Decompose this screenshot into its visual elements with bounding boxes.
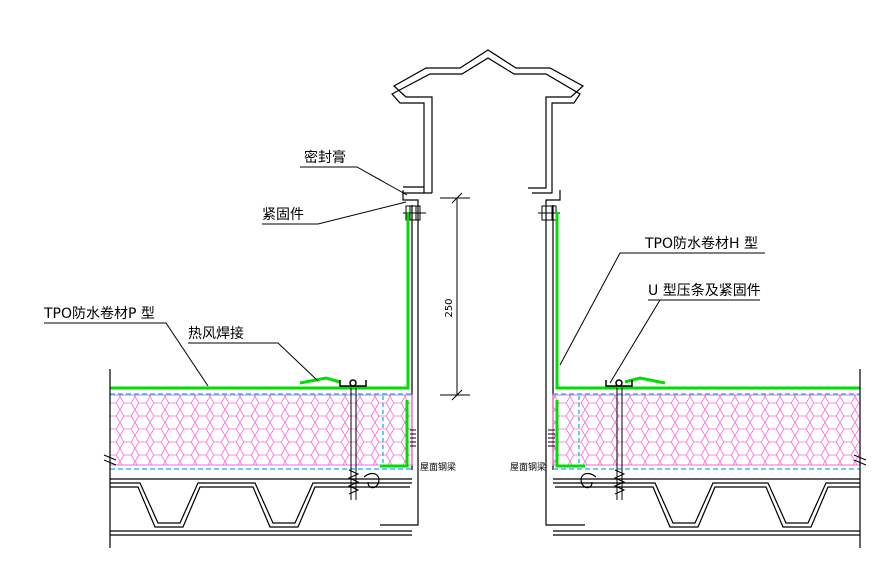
left-upstand — [380, 190, 419, 526]
left-membrane — [110, 212, 410, 468]
dimension-250 — [440, 192, 470, 401]
label-steel-beam-right: 屋面钢梁 — [510, 461, 546, 473]
edge-hatching — [410, 429, 555, 447]
label-u-strip: U 型压条及紧固件 — [648, 282, 761, 299]
right-membrane — [555, 212, 860, 468]
right-insulation — [552, 394, 861, 466]
label-hot-air-weld: 热风焊接 — [188, 325, 244, 342]
vapor-layer — [110, 393, 860, 470]
label-tpo-h: TPO防水卷材H 型 — [644, 236, 758, 252]
right-upstand — [545, 190, 585, 526]
dimension-text: 250 — [444, 298, 455, 317]
roof-decking — [103, 369, 867, 548]
label-sealant: 密封膏 — [304, 149, 346, 166]
label-fastener: 紧固件 — [262, 207, 304, 223]
label-steel-beam-left: 屋面钢梁 — [420, 461, 456, 473]
left-bolt — [403, 205, 426, 221]
leader-lines — [44, 166, 765, 387]
screws — [347, 388, 626, 500]
hook-clips — [363, 472, 597, 489]
right-u-strip — [605, 379, 633, 387]
label-tpo-p: TPO防水卷材P 型 — [43, 306, 155, 322]
ridge-cap — [391, 49, 585, 194]
left-insulation — [109, 394, 413, 466]
left-u-strip — [339, 379, 367, 387]
